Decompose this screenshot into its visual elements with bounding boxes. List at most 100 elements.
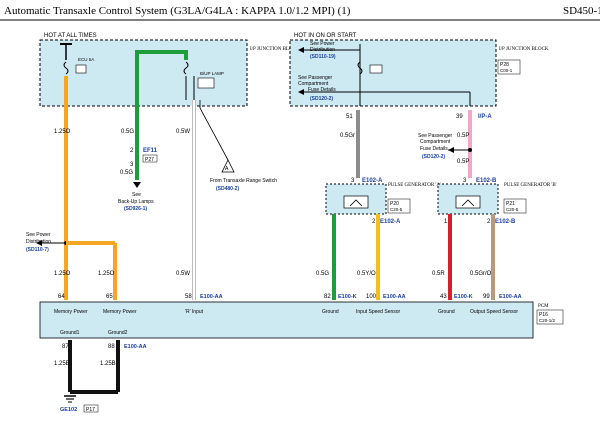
wire-gw2: 1.25B	[100, 361, 116, 367]
backup-ref-link[interactable]: (SD926-1)	[124, 206, 147, 212]
pcm-conn-aa1: E100-AA	[200, 294, 223, 300]
power-dist-text: Distribution	[26, 239, 51, 245]
pin-51: 51	[346, 114, 353, 120]
pcm-label-input-speed: Input Speed Sensor	[356, 309, 401, 315]
pcm-conn-k2: E100-K	[454, 294, 473, 300]
relay-bup-icon	[197, 77, 215, 89]
backup-see: See	[132, 192, 141, 198]
transaxle-label: From Transaxle Range Switch	[210, 178, 277, 184]
right-see-ref2[interactable]: (SD120-2)	[310, 96, 333, 102]
pcm-label-ground-a: Ground	[322, 309, 339, 315]
right-fuse-icon	[369, 64, 383, 74]
right-see-pass: See Passenger	[298, 75, 333, 81]
pga-code: P20	[390, 201, 399, 207]
pulse-a-sensor-icon	[343, 195, 369, 209]
power-ref-link[interactable]: (SD110-7)	[26, 247, 49, 253]
right-see-power: See Power	[310, 41, 335, 47]
pin-39: 39	[456, 114, 463, 120]
pga-pin2: 2	[372, 219, 376, 225]
right-block-conn-sub: C00-1	[500, 68, 513, 73]
backup-label: Back-Up Lamps	[118, 199, 154, 205]
wire-w2: 1.25O	[98, 271, 115, 277]
wire-pink2-label: 0.5P	[457, 159, 469, 165]
pcm-gpin-87: 87	[62, 344, 69, 350]
pin-3: 3	[130, 162, 134, 168]
wire-w7: 0.5Gr/O	[470, 271, 492, 277]
pga-sub: C20-5	[390, 207, 403, 212]
pcm-conn-k1: E100-K	[338, 294, 357, 300]
pcm-label-ground-b: Ground	[438, 309, 455, 315]
pcm-label-output-speed: Output Speed Sensor	[470, 309, 518, 315]
wire-w3: 0.5W	[176, 271, 190, 277]
pcm-pin-100: 100	[366, 294, 377, 300]
pcm-label-r-input: 'R' Input	[185, 309, 204, 315]
pcm-ground2: Ground2	[108, 330, 128, 336]
fuse-ecu-label: ECU 5A	[78, 57, 94, 62]
pink-see-fuse: Fuse Details	[420, 146, 448, 152]
pink-see-comp: Compartment	[420, 139, 451, 145]
pcm-pin-64: 64	[58, 294, 65, 300]
pcm-label: PCM	[538, 304, 549, 309]
right-block-label: HOT IN ON OR START	[294, 33, 357, 39]
pga-pin3: 3	[351, 178, 355, 184]
pgb-pin3: 3	[463, 178, 467, 184]
pink-see-ref[interactable]: (SD120-2)	[422, 154, 445, 160]
pcm-code: P16	[539, 312, 548, 318]
diagram-code: SD450-1	[563, 5, 600, 17]
pga-conn: E102-A	[362, 178, 383, 184]
pcm-conn-aa3: E100-AA	[499, 294, 522, 300]
conn-p27: P27	[145, 157, 154, 163]
right-see-dist: Distribution	[310, 47, 335, 53]
wire-green-top	[135, 50, 188, 100]
wire-w1: 1.25O	[54, 271, 71, 277]
transaxle-triangle	[221, 159, 235, 173]
left-block-name: I/P JUNCTION BLOCK	[250, 47, 300, 52]
pgb-name: PULSE GENERATOR 'B'	[504, 183, 557, 188]
wire-green-label: 0.5G	[121, 129, 134, 135]
fuse-bup-label: B/UP LAMP	[200, 71, 224, 76]
pcm-gconn: E100-AA	[124, 344, 147, 350]
wire-orange-label: 1.25O	[54, 129, 71, 135]
pcm-block	[39, 301, 534, 339]
diagram-title: Automatic Transaxle Control System (G3LA…	[4, 5, 351, 17]
pcm-label-memory1: Memory Power	[54, 309, 88, 315]
pgb-pin1: 1	[444, 219, 448, 225]
right-block-name: I/P JUNCTION BLOCK	[499, 47, 549, 52]
triangle-a: A	[225, 166, 229, 172]
pink-see-pass: See Passenger	[418, 133, 453, 139]
pcm-gpin-88: 88	[108, 344, 115, 350]
wire-white-label: 0.5W	[176, 129, 190, 135]
pgb-pin2: 2	[487, 219, 491, 225]
pin-2: 2	[130, 148, 134, 154]
pcm-label-memory2: Memory Power	[103, 309, 137, 315]
transaxle-ref-link[interactable]: (SD480-2)	[216, 186, 239, 192]
pcm-pin-65: 65	[106, 294, 113, 300]
wire-gray-label: 0.5Gr	[340, 133, 355, 139]
pcm-pin-58: 58	[185, 294, 192, 300]
ground-id: GE102	[60, 407, 77, 413]
wire-green2-label: 0.5G	[120, 170, 133, 176]
right-junction-block	[289, 39, 497, 107]
wire-gw1: 1.25B	[54, 361, 70, 367]
pcm-pin-99: 99	[483, 294, 490, 300]
right-block-conn: P28	[500, 62, 509, 68]
pgb-code: P21	[506, 201, 515, 207]
right-see-pass2: Compartment	[298, 81, 329, 87]
right-see-ref[interactable]: (SD110-19)	[310, 54, 336, 60]
right-see-fuse: Fuse Details	[308, 87, 336, 93]
pga-conn2: E102-A	[380, 219, 401, 225]
pcm-pin-43: 43	[440, 294, 447, 300]
pgb-conn: E102-B	[476, 178, 497, 184]
wire-w5: 0.5Y/O	[357, 271, 376, 277]
wire-pink-label: 0.5P	[457, 133, 469, 139]
pga-name: PULSE GENERATOR 'A'	[388, 183, 441, 188]
conn-ipa: I/P-A	[478, 114, 492, 120]
wire-w4: 0.5G	[316, 271, 329, 277]
fuse-ecu-icon	[75, 64, 87, 74]
left-block-label: HOT AT ALL TIMES	[44, 33, 97, 39]
pgb-conn2: E102-B	[495, 219, 516, 225]
power-see-text: See Power	[26, 232, 51, 238]
pulse-b-sensor-icon	[455, 195, 481, 209]
pcm-sub: C20-1/2	[539, 318, 556, 323]
